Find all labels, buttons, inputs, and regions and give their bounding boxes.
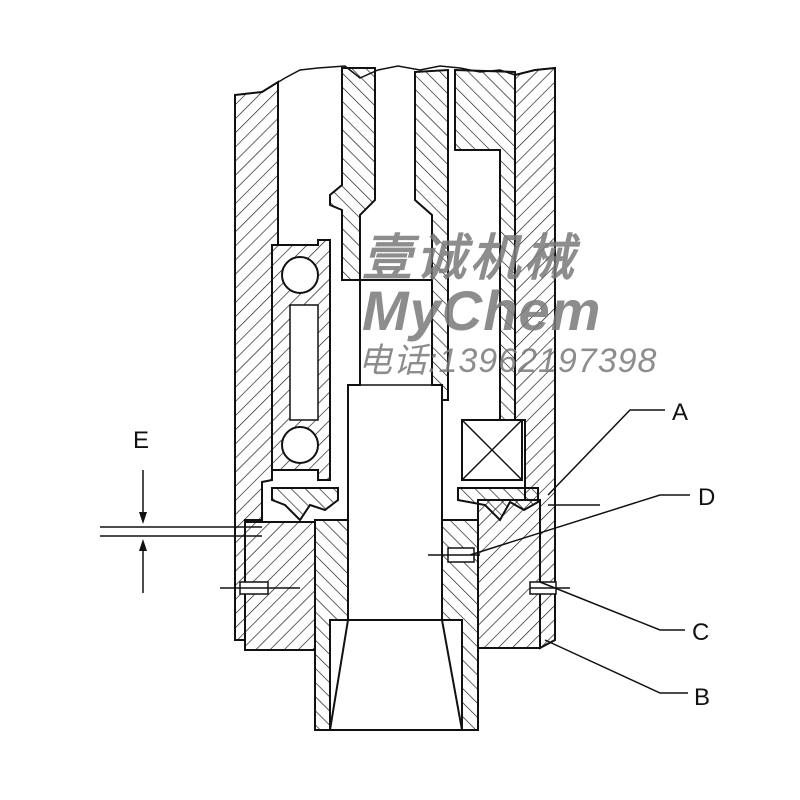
right-bearing-block (461, 419, 523, 481)
label-e: E (133, 427, 149, 454)
bearing-ball-upper (281, 256, 319, 294)
inner-tube-left (329, 67, 376, 281)
label-d: D (698, 484, 715, 511)
screw-left (220, 581, 300, 595)
label-c: C (692, 619, 709, 646)
dimension-e (100, 470, 262, 593)
bearing-ball-lower (281, 426, 319, 464)
tapered-bore (328, 619, 464, 731)
watermark: 壹诚机械 MyChem 电话:13962197398 (358, 230, 657, 380)
bottom-nut (244, 499, 541, 651)
seal-left (271, 487, 339, 522)
watermark-english: MyChem (362, 279, 601, 342)
watermark-chinese: 壹诚机械 (362, 230, 581, 286)
label-b: B (694, 684, 710, 711)
watermark-phone: 电话:13962197398 (358, 342, 657, 380)
label-a: A (672, 399, 688, 426)
bearing-sleeve (271, 239, 331, 481)
leader-lines (469, 409, 690, 694)
